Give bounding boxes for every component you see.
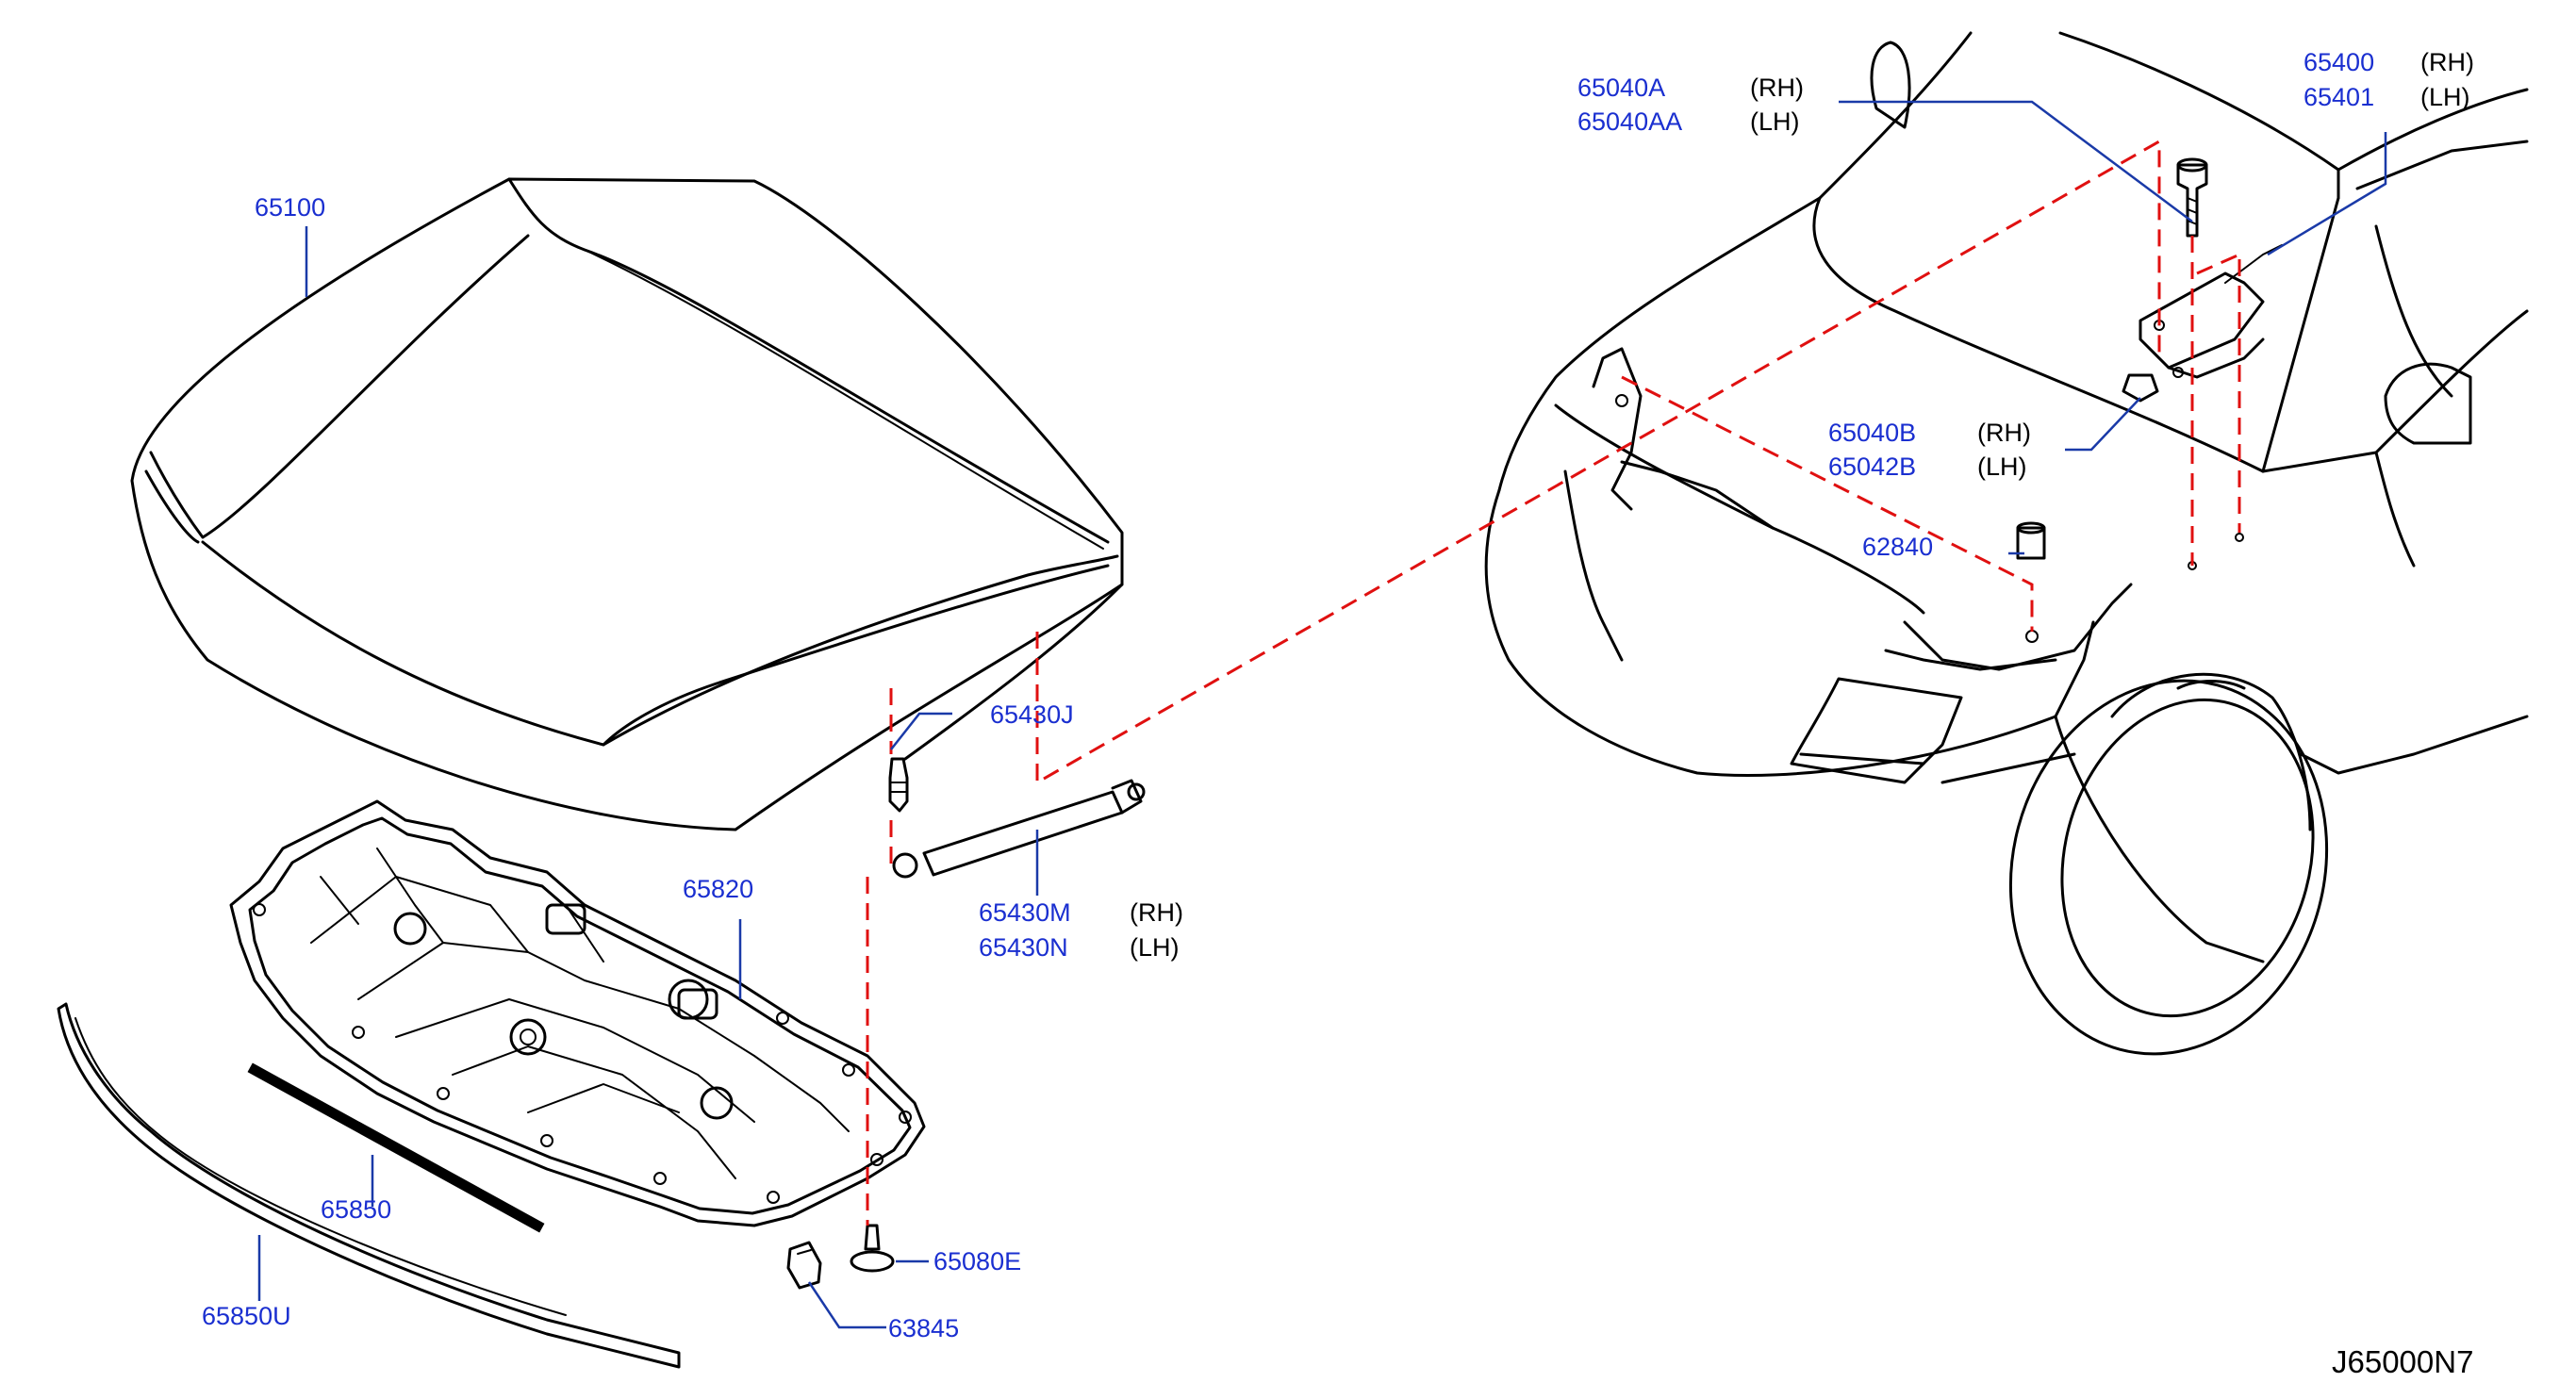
- side-lh: (LH): [1977, 453, 2027, 481]
- hood-seal: [247, 1062, 545, 1233]
- hood-insulator: [229, 799, 926, 1227]
- leader-lines: [257, 100, 2387, 1329]
- clip-63845: [786, 1241, 822, 1290]
- hood-panel: [130, 177, 1124, 831]
- stay-ball-stud: [888, 757, 909, 813]
- callout-65400: 65400: [2304, 48, 2375, 76]
- callout-65040aa: 65040AA: [1577, 107, 1683, 136]
- callout-65100: 65100: [255, 193, 326, 222]
- callout-65040b: 65040B: [1828, 419, 1917, 447]
- side-rh: (RH): [2420, 48, 2474, 76]
- callout-65850: 65850: [321, 1195, 392, 1224]
- diagram-code: J65000N7: [2332, 1344, 2474, 1379]
- side-lh: (LH): [1130, 933, 1180, 962]
- callout-62840: 62840: [1862, 533, 1934, 561]
- side-lh: (LH): [1750, 107, 1800, 136]
- callout-65401: 65401: [2304, 83, 2375, 111]
- callout-65040a: 65040A: [1577, 74, 1666, 102]
- callout-65820: 65820: [683, 875, 754, 903]
- callout-65850u: 65850U: [202, 1302, 291, 1330]
- side-lh: (LH): [2420, 83, 2470, 111]
- clip-65080e: [850, 1224, 895, 1273]
- callout-65430m: 65430M: [979, 898, 1071, 927]
- hood-seal-upper: [57, 1002, 681, 1369]
- callout-65042b: 65042B: [1828, 453, 1917, 481]
- side-rh: (RH): [1130, 898, 1183, 927]
- callout-63845: 63845: [888, 1314, 960, 1342]
- side-rh: (RH): [1977, 419, 2031, 447]
- vehicle-front-body: [1484, 31, 2529, 1056]
- hood-stay: [892, 779, 1146, 879]
- callout-65430n: 65430N: [979, 933, 1068, 962]
- side-rh: (RH): [1750, 74, 1804, 102]
- callout-65430j: 65430J: [990, 700, 1074, 729]
- guide-lines: [866, 139, 2241, 1226]
- callout-65080e: 65080E: [933, 1247, 1022, 1276]
